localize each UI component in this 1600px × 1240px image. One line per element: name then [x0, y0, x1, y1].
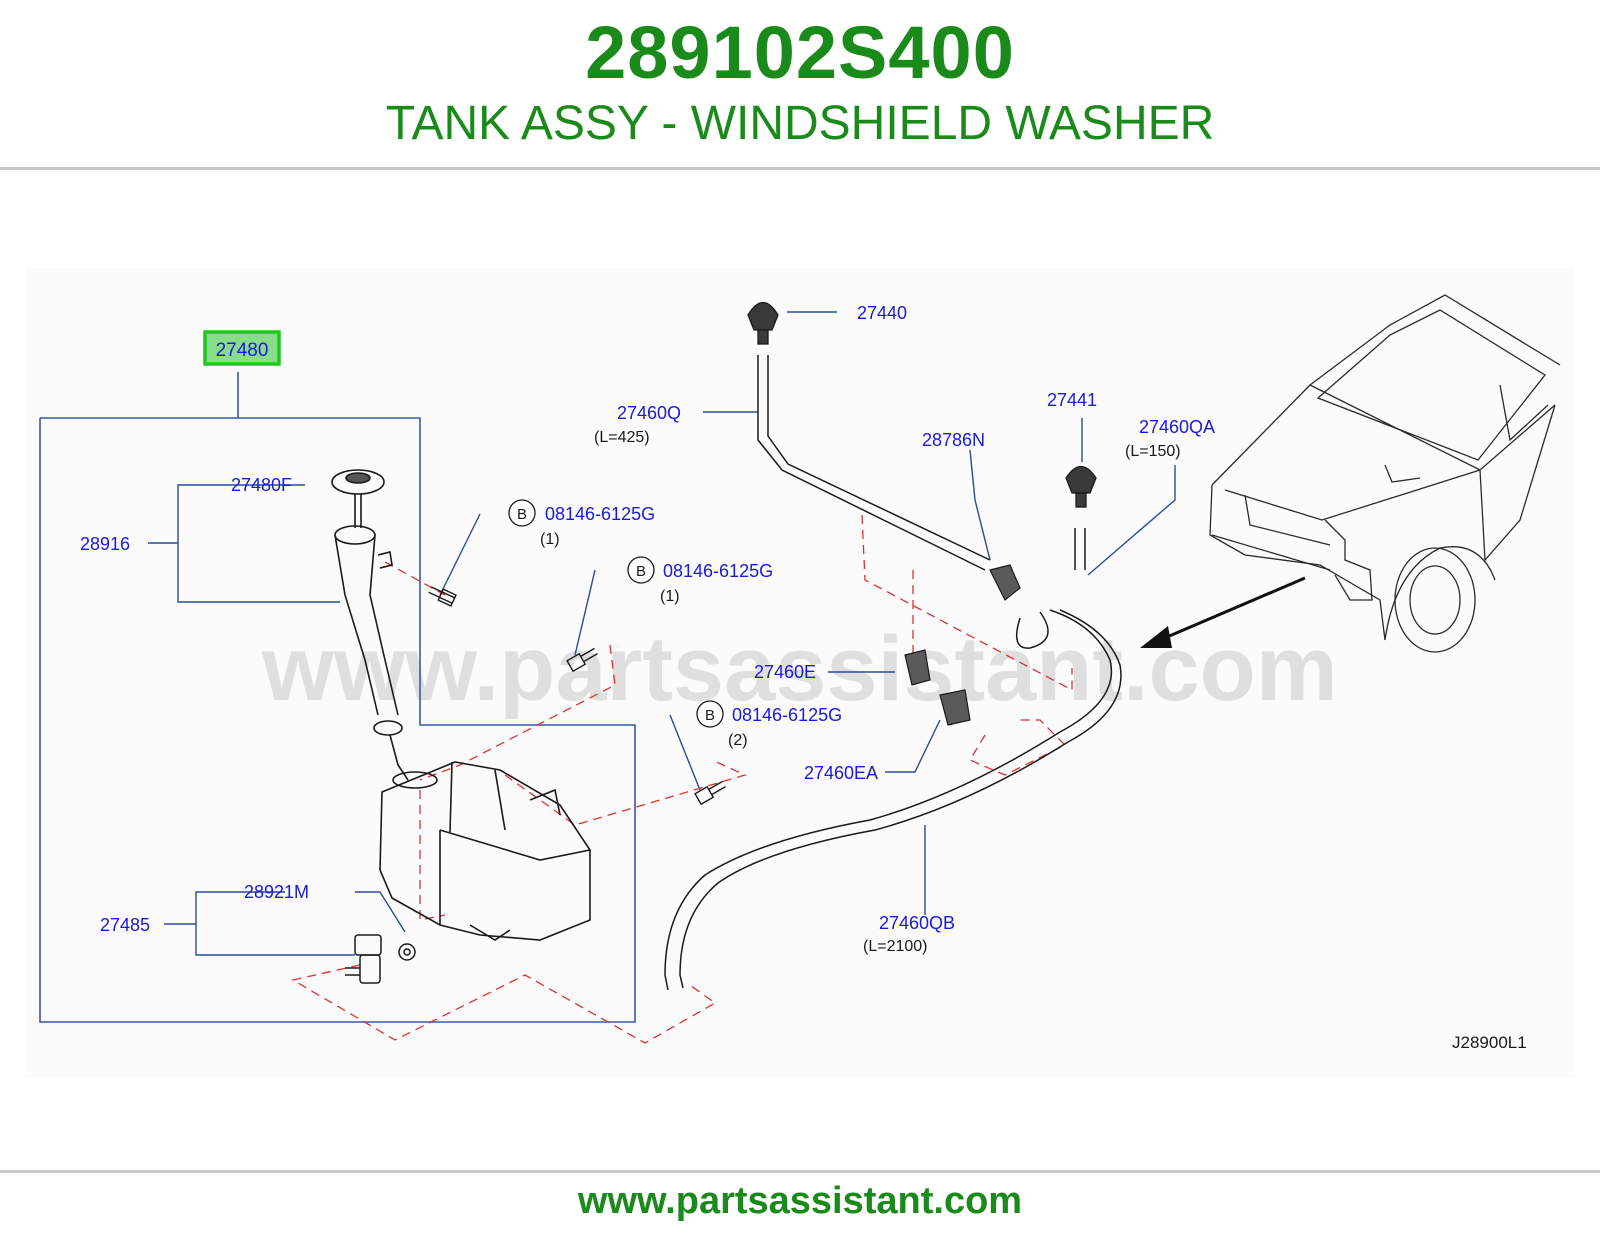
diagram-panel [26, 268, 1574, 1078]
leader-lines [148, 311, 1176, 956]
part-title: TANK ASSY - WINDSHIELD WASHER [385, 97, 1215, 150]
bolt-callout-2: B 08146-6125G (1) [627, 556, 773, 605]
length-27460Q: (L=425) [594, 429, 650, 446]
length-labels: (L=425) (L=150) (L=2100) [594, 429, 1181, 955]
callout-27460EA: 27460EA [804, 763, 878, 783]
callout-27460QA: 27460QA [1139, 417, 1215, 437]
washer-nozzles [747, 301, 1097, 508]
bolt-qty-1: (1) [540, 531, 560, 548]
bolt-qty-2: (1) [660, 588, 680, 605]
callout-27441: 27441 [1047, 390, 1097, 410]
callout-28916: 28916 [80, 534, 130, 554]
bolt-marker-circle [508, 499, 536, 527]
header-divider [0, 167, 1600, 170]
bolt-marker-2: B [636, 563, 646, 580]
footer-divider [0, 1170, 1600, 1173]
bolt-part-2: 08146-6125G [663, 561, 773, 581]
dashed-alignment-lines [291, 514, 1073, 1044]
length-27460QA: (L=150) [1125, 443, 1181, 460]
callout-27440: 27440 [857, 303, 907, 323]
bolt-callout-1: B 08146-6125G (1) [508, 499, 655, 548]
callout-28921M: 28921M [244, 882, 309, 902]
callout-27460E: 27460E [754, 662, 816, 682]
part-number: 289102S400 [585, 11, 1015, 94]
page-header: 289102S400 TANK ASSY - WINDSHIELD WASHER [0, 0, 1600, 168]
callout-27460Q: 27460Q [617, 403, 681, 423]
assembly-bracket [39, 372, 636, 1023]
callout-labels: 27480F 28916 28921M 27485 27440 27460Q 2… [80, 303, 1215, 935]
bolt-part-1: 08146-6125G [545, 504, 655, 524]
callout-28786N: 28786N [922, 430, 985, 450]
callout-27480[interactable]: 27480 [216, 340, 269, 361]
footer-url[interactable]: www.partsassistant.com [577, 1180, 1023, 1222]
vehicle-outline [1209, 294, 1561, 653]
bolt-shapes [428, 586, 726, 806]
bolt-marker-circle [696, 700, 724, 728]
filler-neck [331, 469, 409, 781]
length-27460QB: (L=2100) [863, 938, 928, 955]
callout-27460QB: 27460QB [879, 913, 955, 933]
washer-tank [379, 761, 591, 941]
callout-27480F: 27480F [231, 475, 292, 495]
highlighted-part-box[interactable] [203, 330, 281, 366]
bolt-callout-3: B 08146-6125G (2) [696, 700, 842, 749]
hose-connectors [904, 564, 1021, 726]
bolt-marker-circle [627, 556, 655, 584]
bolt-part-3: 08146-6125G [732, 705, 842, 725]
bolt-marker-1: B [517, 506, 527, 523]
washer-hoses [664, 355, 1122, 991]
washer-pump [345, 934, 416, 984]
bolt-qty-3: (2) [728, 732, 748, 749]
diagram-code: J28900L1 [1452, 1033, 1527, 1052]
bolt-marker-3: B [705, 707, 715, 724]
location-arrow [1140, 576, 1306, 648]
callout-27485: 27485 [100, 915, 150, 935]
